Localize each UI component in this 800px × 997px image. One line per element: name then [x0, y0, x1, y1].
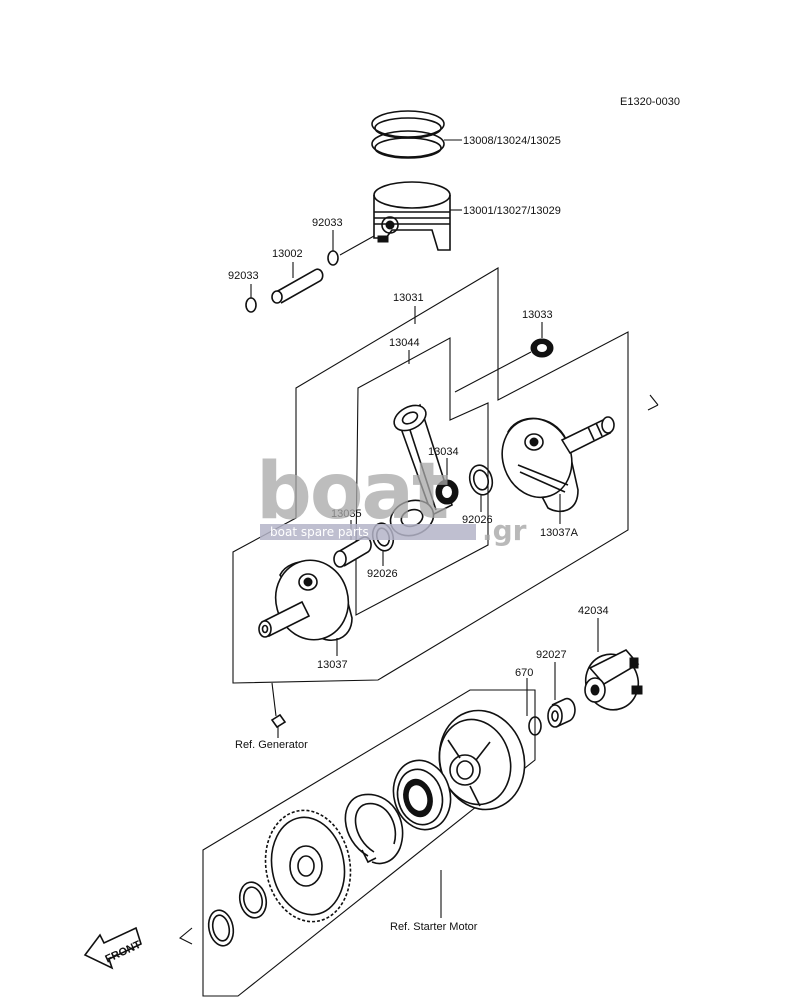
rod-assembly-outline	[355, 337, 489, 616]
snap-ring[interactable]	[344, 793, 404, 865]
piston-pin[interactable]	[271, 268, 324, 304]
label-piston: 13001/13027/13029	[463, 205, 561, 217]
direction-arrow-left	[179, 927, 193, 945]
piston-rings[interactable]	[371, 110, 445, 159]
one-way-clutch[interactable]	[386, 754, 458, 836]
starter-washer-inner[interactable]	[206, 908, 237, 948]
label-crank-pin: 13035	[331, 508, 362, 520]
label-pin: 13002	[272, 248, 303, 260]
label-ref-starter: Ref. Starter Motor	[390, 921, 478, 933]
crank-pin[interactable]	[333, 536, 372, 568]
label-rings: 13008/13024/13025	[463, 135, 561, 147]
diagram-code: E1320-0030	[620, 96, 680, 108]
label-bearing-top: 13033	[522, 309, 553, 321]
leader-clip-to-piston	[339, 235, 375, 256]
label-rod-assy: 13044	[389, 337, 420, 349]
watermark-band	[260, 524, 476, 540]
piston-pin-clip-upper[interactable]	[327, 250, 339, 266]
label-bearing-mid: 13034	[428, 446, 459, 458]
label-washer-left: 92026	[367, 568, 398, 580]
starter-clutch-hub[interactable]	[578, 647, 646, 717]
starter-washer-outer[interactable]	[237, 880, 270, 921]
label-oring: 670	[515, 667, 533, 679]
leader-bearing-to-rod	[454, 351, 532, 393]
label-crank-left: 13037	[317, 659, 348, 671]
crankshaft-half-left[interactable]	[258, 552, 357, 648]
thrust-washer-right[interactable]	[466, 463, 495, 498]
piston-pin-clip-lower[interactable]	[245, 297, 257, 313]
watermark-tagline: boat spare parts	[270, 525, 369, 539]
label-clip-upper: 92033	[312, 217, 343, 229]
woodruff-key[interactable]	[270, 713, 287, 729]
label-washer-right: 92026	[462, 514, 493, 526]
label-clip-lower: 92033	[228, 270, 259, 282]
starter-assembly-outline	[202, 689, 536, 997]
starter-gear[interactable]	[257, 804, 359, 929]
label-crank-assy: 13031	[393, 292, 424, 304]
label-ref-generator: Ref. Generator	[235, 739, 308, 751]
starter-clutch-drum[interactable]	[428, 701, 535, 819]
label-collar: 92027	[536, 649, 567, 661]
leader-generator	[271, 682, 277, 717]
big-end-needle-bearing[interactable]	[435, 479, 459, 505]
watermark: boat boat spare parts .gr	[256, 447, 527, 547]
front-arrow-icon: FRONT	[83, 926, 143, 970]
watermark-main: boat	[256, 447, 448, 537]
watermark-suffix: .gr	[482, 514, 527, 547]
small-end-needle-bearing[interactable]	[530, 338, 554, 358]
collar[interactable]	[547, 697, 576, 728]
label-crank-right: 13037A	[540, 527, 579, 539]
direction-arrow-right	[647, 394, 659, 411]
label-hub: 42034	[578, 605, 609, 617]
crankshaft-half-right[interactable]	[491, 409, 615, 513]
piston[interactable]	[373, 181, 451, 251]
